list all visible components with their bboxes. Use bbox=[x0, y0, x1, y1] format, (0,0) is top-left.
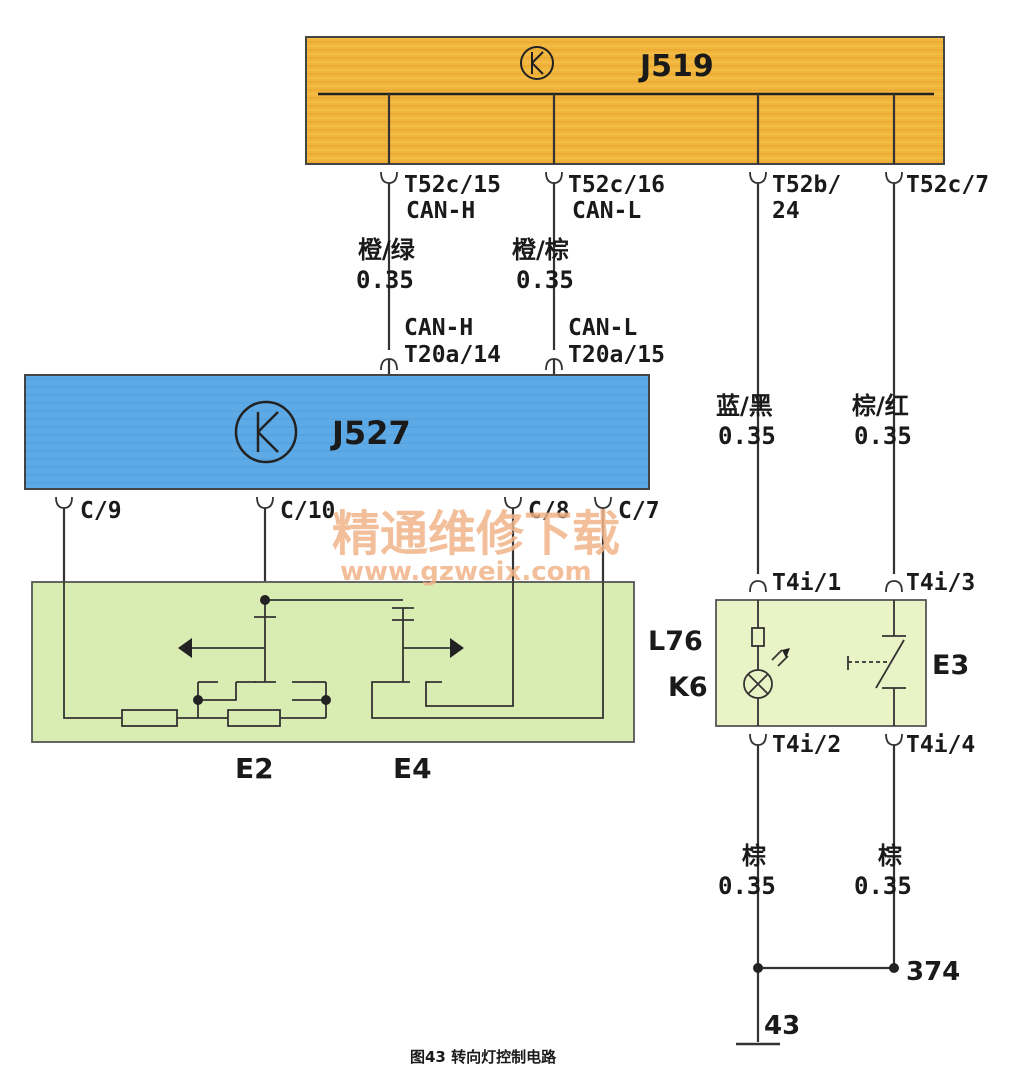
led-l76 bbox=[751, 627, 765, 647]
point-374: 374 bbox=[906, 957, 960, 987]
wire-color-w1: 橙/绿 bbox=[358, 236, 416, 264]
wire-size-w1: 0.35 bbox=[356, 266, 414, 294]
label-e2: E2 bbox=[235, 752, 274, 785]
e4-arrow-head bbox=[450, 638, 464, 658]
pin-t4i1: T4i/1 bbox=[772, 570, 841, 596]
junction-dot bbox=[260, 595, 270, 605]
pin-t52c15: T52c/15 bbox=[404, 172, 501, 198]
wire-size-w6: 0.35 bbox=[854, 872, 912, 900]
j527-box bbox=[24, 374, 650, 490]
j519-box bbox=[305, 36, 945, 165]
watermark-url: www.gzweix.com bbox=[340, 557, 592, 587]
pin-t52c16-signal: CAN-L bbox=[572, 198, 641, 224]
pin-t52b24-b: 24 bbox=[772, 198, 800, 224]
pin-c10: C/10 bbox=[280, 498, 335, 524]
j519-k-symbol bbox=[520, 46, 554, 80]
lamp-block-circuit bbox=[743, 600, 906, 726]
pin-t4i2: T4i/2 bbox=[772, 732, 841, 758]
j527-k-symbol bbox=[234, 400, 298, 464]
lamp-top-connectors bbox=[749, 580, 903, 593]
pin-t20a14-signal: CAN-H bbox=[404, 315, 473, 341]
figure-caption: 图43 转向灯控制电路 bbox=[410, 1048, 557, 1066]
pin-t20a15-signal: CAN-L bbox=[568, 315, 637, 341]
wire-color-w3: 蓝/黑 bbox=[716, 392, 773, 420]
label-e3: E3 bbox=[932, 650, 969, 681]
junction-dot bbox=[889, 963, 899, 973]
e2-arrow-head bbox=[178, 638, 192, 658]
pin-t52c7: T52c/7 bbox=[906, 172, 989, 198]
pin-t20a15: T20a/15 bbox=[568, 342, 665, 368]
wire-size-w3: 0.35 bbox=[718, 422, 776, 450]
resistor-2 bbox=[227, 709, 281, 727]
pin-t52c16: T52c/16 bbox=[568, 172, 665, 198]
led-arrow-heads bbox=[782, 648, 790, 658]
wire-color-w5: 棕 bbox=[742, 842, 766, 870]
point-43: 43 bbox=[764, 1011, 800, 1041]
wire-color-w2: 橙/棕 bbox=[512, 236, 569, 264]
pin-t4i3: T4i/3 bbox=[906, 570, 975, 596]
label-k6: K6 bbox=[668, 672, 708, 703]
pin-c7: C/7 bbox=[618, 498, 660, 524]
pin-t4i4: T4i/4 bbox=[906, 732, 975, 758]
junction-dot bbox=[753, 963, 763, 973]
label-e4: E4 bbox=[393, 752, 432, 785]
pin-t52c15-signal: CAN-H bbox=[406, 198, 475, 224]
pin-t52b24-a: T52b/ bbox=[772, 172, 841, 198]
pin-c8: C/8 bbox=[528, 498, 570, 524]
wire-size-w2: 0.35 bbox=[516, 266, 574, 294]
j527-k-letter bbox=[256, 411, 279, 453]
wire-color-w6: 棕 bbox=[878, 842, 902, 870]
wire-color-w4: 棕/红 bbox=[852, 392, 909, 420]
j519-label: J519 bbox=[638, 49, 714, 84]
j519-k-letter bbox=[531, 51, 544, 75]
j527-module: J527 bbox=[24, 374, 650, 490]
switch-block-circuit bbox=[63, 582, 604, 727]
junction-dot bbox=[193, 695, 203, 705]
junction-dot bbox=[321, 695, 331, 705]
label-l76: L76 bbox=[648, 626, 703, 657]
wire-size-w5: 0.35 bbox=[718, 872, 776, 900]
j519-module: J519 bbox=[305, 36, 945, 165]
pin-c9: C/9 bbox=[80, 498, 122, 524]
resistor-1 bbox=[121, 709, 178, 727]
pin-t20a14: T20a/14 bbox=[404, 342, 501, 368]
j527-label: J527 bbox=[330, 414, 411, 452]
watermark-cn: 精通维修下载 bbox=[332, 506, 620, 562]
wire-size-w4: 0.35 bbox=[854, 422, 912, 450]
